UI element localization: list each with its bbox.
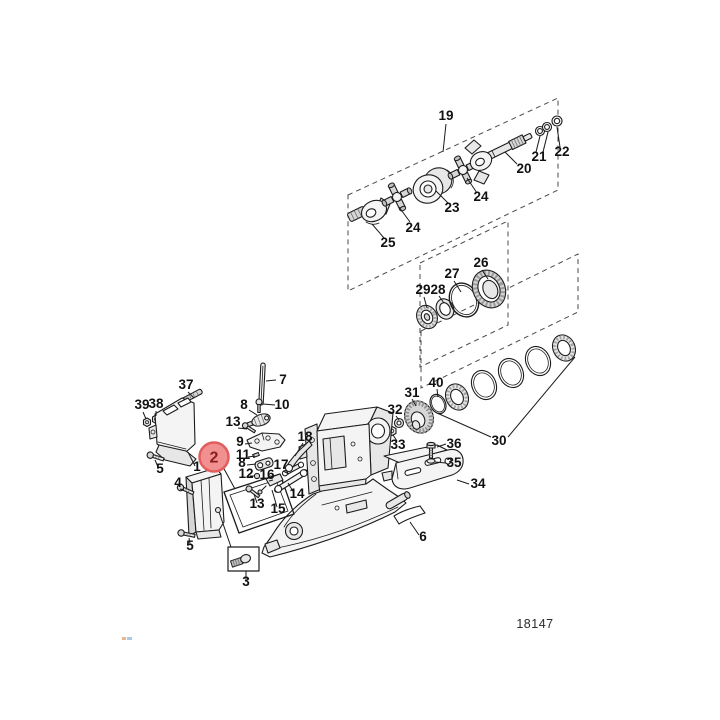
callout-8b: 8 — [238, 455, 246, 470]
callout-9: 9 — [236, 434, 244, 449]
callout-24b: 24 — [473, 189, 489, 204]
callout-39: 39 — [134, 397, 149, 412]
callout-19: 19 — [438, 108, 453, 123]
callout-5a: 5 — [156, 461, 164, 476]
callout-36: 36 — [446, 436, 462, 451]
shift-linkage-cluster — [241, 362, 313, 499]
part-bolt-5a — [146, 451, 165, 462]
dashed-assembly-boxes — [347, 97, 579, 389]
part-nut-39 — [142, 417, 152, 428]
part-washer-35 — [426, 458, 436, 464]
drive-housing — [261, 406, 411, 558]
print-artifact — [122, 637, 132, 640]
callout-23: 23 — [444, 200, 460, 215]
callout-25: 25 — [380, 235, 396, 250]
part-anchor-plate-9 — [246, 432, 286, 452]
callout-29: 29 — [415, 282, 430, 297]
callout-5b: 5 — [186, 538, 194, 553]
part-bracket-15 — [257, 473, 284, 495]
part-bearing-29 — [416, 304, 438, 330]
bearing-group — [416, 269, 507, 330]
part-screw-10 — [255, 398, 263, 414]
part-clip-11 — [252, 452, 260, 458]
part-driveshaft-20 — [464, 133, 533, 185]
part-link-14 — [273, 469, 309, 493]
highlighted-part-number: 2 — [210, 450, 219, 467]
part-bolt-5b — [177, 529, 196, 538]
callout-38: 38 — [148, 396, 164, 411]
callout-27: 27 — [444, 266, 459, 281]
callout-20: 20 — [516, 161, 531, 176]
part-gasket-2 — [223, 473, 295, 534]
part-washer-32 — [393, 417, 405, 429]
callout-21: 21 — [531, 149, 547, 164]
callout-13a: 13 — [225, 414, 241, 429]
part-screw-13a — [241, 422, 257, 434]
callout-33: 33 — [390, 437, 406, 452]
callout-1: 1 — [193, 459, 201, 474]
callout-34: 34 — [470, 476, 486, 491]
part-rings-21 — [534, 121, 553, 137]
callout-15: 15 — [270, 501, 286, 516]
callout-16: 16 — [259, 467, 275, 482]
part-plug-3-inset — [227, 546, 260, 572]
callout-24a: 24 — [405, 220, 421, 235]
callout-13b: 13 — [249, 496, 265, 511]
part-yoke-25 — [347, 197, 391, 225]
driveshaft-assembly — [347, 115, 563, 225]
part-link-17 — [281, 461, 305, 477]
part-gear-31 — [403, 400, 435, 434]
highlighted-callout-2[interactable]: 2 — [198, 441, 230, 473]
part-screw-13b — [245, 485, 261, 499]
callout-37: 37 — [178, 377, 193, 392]
part-ujoint-cross-24a — [381, 182, 413, 212]
part-ring-22 — [551, 115, 563, 127]
callout-8a: 8 — [240, 397, 248, 412]
part-bolt-4 — [176, 483, 195, 496]
part-plate-6 — [393, 505, 426, 525]
callout-3: 3 — [242, 574, 250, 589]
callout-22: 22 — [554, 144, 569, 159]
part-oring-40 — [429, 393, 447, 415]
part-bearing-26 — [471, 269, 507, 309]
part-lower-mount — [185, 467, 225, 540]
callout-17: 17 — [273, 457, 288, 472]
part-bracket-1 — [148, 397, 197, 467]
callout-31: 31 — [404, 385, 420, 400]
callout-32: 32 — [387, 402, 402, 417]
callout-4: 4 — [174, 475, 182, 490]
callout-35: 35 — [446, 455, 462, 470]
part-coupling-23 — [412, 167, 454, 204]
part-seal-28 — [435, 298, 455, 320]
part-block-8b — [254, 457, 274, 471]
callout-14: 14 — [289, 486, 305, 501]
part-lever-18 — [284, 440, 313, 473]
callout-6: 6 — [419, 529, 427, 544]
callout-11: 11 — [236, 447, 251, 462]
callout-26: 26 — [473, 255, 489, 270]
drawing-number: 18147 — [516, 617, 553, 631]
callout-40: 40 — [428, 375, 443, 390]
part-shim-set-30 — [444, 334, 577, 411]
callout-18: 18 — [297, 429, 313, 444]
callout-30: 30 — [491, 433, 506, 448]
leader-lines — [142, 123, 576, 580]
gear-and-shim-set — [387, 334, 577, 437]
part-bolt-36 — [426, 441, 436, 459]
callout-12: 12 — [238, 466, 253, 481]
callout-7: 7 — [279, 372, 287, 387]
callout-28: 28 — [430, 282, 446, 297]
callout-10: 10 — [274, 397, 289, 412]
